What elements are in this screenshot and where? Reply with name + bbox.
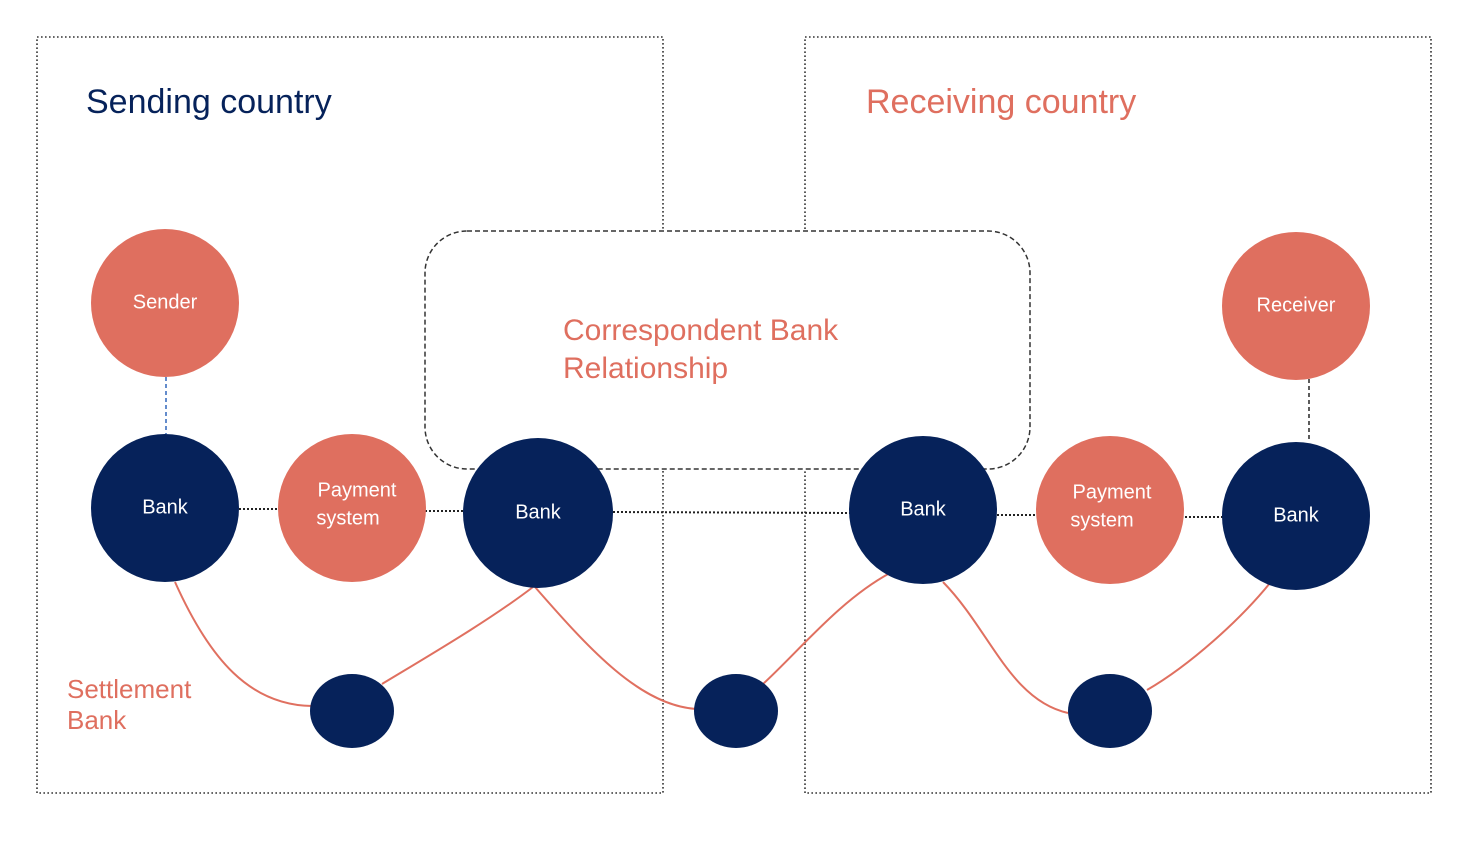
receiving-correspondent-bank-label: Bank [900,498,947,520]
receiving-payment-system-label-line2: system [1070,509,1133,531]
receiving-bank-label: Bank [1273,504,1320,526]
sending-bank-node: Bank [91,434,239,582]
receiving-country-box [804,36,1432,794]
correspondent-relationship-box [424,230,1031,470]
receiving-correspondent-bank-node: Bank [849,436,997,584]
sending-bank-label: Bank [142,496,189,518]
sender-node: Sender [91,229,239,377]
receiver-node: Receiver [1222,232,1370,380]
settlement-bank-node-sending [310,674,394,748]
sending-payment-system-label-line1: Payment [318,479,397,501]
receiver-label: Receiver [1257,294,1336,316]
receiving-payment-system-node: Payment system [1036,436,1184,584]
sending-correspondent-bank-label: Bank [515,501,562,523]
sending-country-title: Sending country [86,83,332,121]
settlement-bank-label-line2: Bank [67,705,127,735]
correspondent-label-line2: Relationship [563,352,728,385]
settlement-link-1 [174,581,313,707]
settlement-link-3 [534,586,697,710]
sender-label: Sender [133,291,198,313]
sending-payment-system-label-line2: system [316,507,379,529]
receiving-payment-system-label-line1: Payment [1073,481,1152,503]
settlement-bank-node-receiving [1068,674,1152,748]
receiving-bank-node: Bank [1222,442,1370,590]
correspondent-label-line1: Correspondent Bank [563,314,839,347]
settlement-link-2 [381,586,534,685]
settlement-bank-node-central [694,674,778,748]
link-correspondent-banks [612,511,851,514]
settlement-link-5 [942,581,1069,714]
settlement-link-4 [762,572,891,685]
settlement-link-6 [1146,582,1271,691]
sending-correspondent-bank-node: Bank [463,438,613,588]
receiving-country-title: Receiving country [866,83,1136,121]
settlement-bank-label-line1: Settlement [67,674,192,704]
sending-payment-system-node: Payment system [278,434,426,582]
